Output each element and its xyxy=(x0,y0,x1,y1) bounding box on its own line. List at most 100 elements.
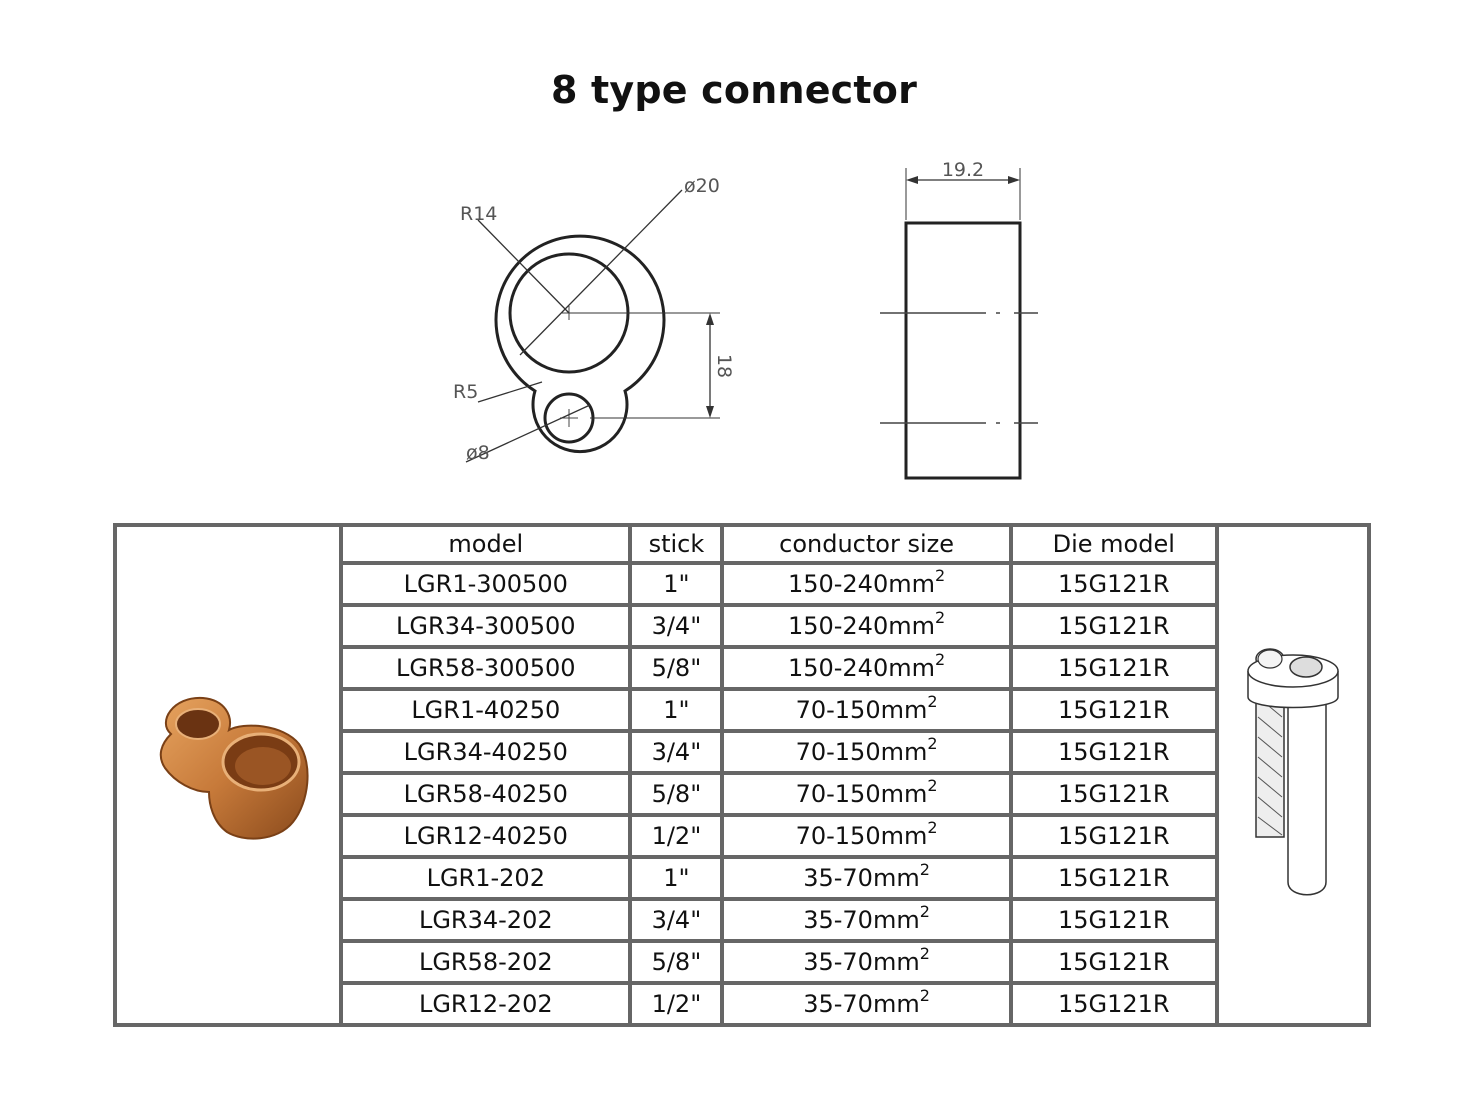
cell-stick: 3/4" xyxy=(630,605,723,647)
conductor-unit-power: 2 xyxy=(919,986,930,1005)
cell-stick: 1" xyxy=(630,563,723,605)
leader-d20 xyxy=(519,189,683,356)
spec-table: model stick conductor size Die model xyxy=(113,523,1371,1027)
cell-die: 15G121R xyxy=(1010,605,1217,647)
cell-stick: 1/2" xyxy=(630,983,723,1025)
application-photo-cell xyxy=(1216,525,1369,1025)
conductor-unit-power: 2 xyxy=(927,818,938,837)
cell-model: LGR1-202 xyxy=(341,857,631,899)
header-conductor: conductor size xyxy=(722,525,1011,563)
conductor-range: 70-150 xyxy=(795,738,881,766)
connector-photo-cell xyxy=(115,525,342,1025)
dim-r5: R5 xyxy=(453,381,478,403)
table-header-row: model stick conductor size Die model xyxy=(115,525,1369,1025)
conductor-unit: mm xyxy=(872,990,920,1018)
cell-model: LGR1-40250 xyxy=(341,689,631,731)
cell-model: LGR12-202 xyxy=(341,983,631,1025)
conductor-unit-power: 2 xyxy=(919,902,930,921)
page-title: 8 type connector xyxy=(550,68,918,112)
cell-model: LGR58-300500 xyxy=(341,647,631,689)
cell-die: 15G121R xyxy=(1010,563,1217,605)
dim-18: 18 xyxy=(713,354,735,378)
leader-r14 xyxy=(477,219,570,314)
cell-conductor: 150-240mm2 xyxy=(722,647,1011,689)
cell-die: 15G121R xyxy=(1010,647,1217,689)
conductor-unit: mm xyxy=(880,780,928,808)
conductor-unit: mm xyxy=(872,864,920,892)
drawing-svg: R14 ø20 R5 ø8 18 19.2 xyxy=(453,159,1038,480)
cell-model: LGR34-40250 xyxy=(341,731,631,773)
conductor-unit: mm xyxy=(880,738,928,766)
conductor-unit: mm xyxy=(880,822,928,850)
cell-conductor: 150-240mm2 xyxy=(722,563,1011,605)
conductor-unit: mm xyxy=(872,906,920,934)
cell-stick: 3/4" xyxy=(630,899,723,941)
side-view xyxy=(904,221,1022,480)
conductor-range: 35-70 xyxy=(803,906,873,934)
cell-die: 15G121R xyxy=(1010,773,1217,815)
conductor-range: 70-150 xyxy=(795,780,881,808)
cell-stick: 1" xyxy=(630,857,723,899)
connector-photo xyxy=(159,696,309,840)
cell-model: LGR34-202 xyxy=(341,899,631,941)
conductor-range: 35-70 xyxy=(803,990,873,1018)
application-photo xyxy=(1247,648,1339,896)
leader-r5 xyxy=(477,381,543,403)
cell-model: LGR58-202 xyxy=(341,941,631,983)
conductor-unit-power: 2 xyxy=(934,608,946,627)
conductor-unit: mm xyxy=(888,654,935,682)
dim-19-2: 19.2 xyxy=(942,159,984,181)
cell-conductor: 35-70mm2 xyxy=(722,857,1011,899)
conductor-range: 35-70 xyxy=(803,948,873,976)
cell-die: 15G121R xyxy=(1010,899,1217,941)
conductor-unit-power: 2 xyxy=(927,776,938,795)
conductor-unit: mm xyxy=(888,612,935,640)
cell-stick: 5/8" xyxy=(630,941,723,983)
cell-model: LGR1-300500 xyxy=(341,563,631,605)
leader-d8 xyxy=(465,404,591,463)
cell-die: 15G121R xyxy=(1010,983,1217,1025)
cell-conductor: 35-70mm2 xyxy=(722,899,1011,941)
header-model: model xyxy=(341,525,631,563)
conductor-unit-power: 2 xyxy=(934,650,946,669)
conductor-range: 35-70 xyxy=(803,864,873,892)
dim-d20: ø20 xyxy=(684,175,720,197)
cell-model: LGR58-40250 xyxy=(341,773,631,815)
cell-stick: 3/4" xyxy=(630,731,723,773)
cell-die: 15G121R xyxy=(1010,857,1217,899)
dim-d8: ø8 xyxy=(466,442,490,464)
cell-conductor: 70-150mm2 xyxy=(722,731,1011,773)
cell-die: 15G121R xyxy=(1010,689,1217,731)
conductor-range: 70-150 xyxy=(795,696,881,724)
conductor-unit-power: 2 xyxy=(919,860,930,879)
conductor-unit: mm xyxy=(872,948,920,976)
conductor-unit: mm xyxy=(888,570,935,598)
conductor-range: 150-240 xyxy=(787,570,889,598)
connector-outline xyxy=(494,234,666,453)
conductor-unit-power: 2 xyxy=(934,566,946,585)
conductor-range: 150-240 xyxy=(787,654,889,682)
conductor-unit: mm xyxy=(880,696,928,724)
cell-conductor: 35-70mm2 xyxy=(722,941,1011,983)
header-stick: stick xyxy=(630,525,723,563)
cell-conductor: 35-70mm2 xyxy=(722,983,1011,1025)
conductor-unit-power: 2 xyxy=(919,944,930,963)
header-die: Die model xyxy=(1010,525,1217,563)
cell-stick: 5/8" xyxy=(630,647,723,689)
dim-r14: R14 xyxy=(460,203,497,225)
cell-model: LGR34-300500 xyxy=(341,605,631,647)
cell-stick: 1/2" xyxy=(630,815,723,857)
conductor-unit-power: 2 xyxy=(927,692,938,711)
cell-stick: 1" xyxy=(630,689,723,731)
cell-conductor: 70-150mm2 xyxy=(722,815,1011,857)
cell-die: 15G121R xyxy=(1010,731,1217,773)
